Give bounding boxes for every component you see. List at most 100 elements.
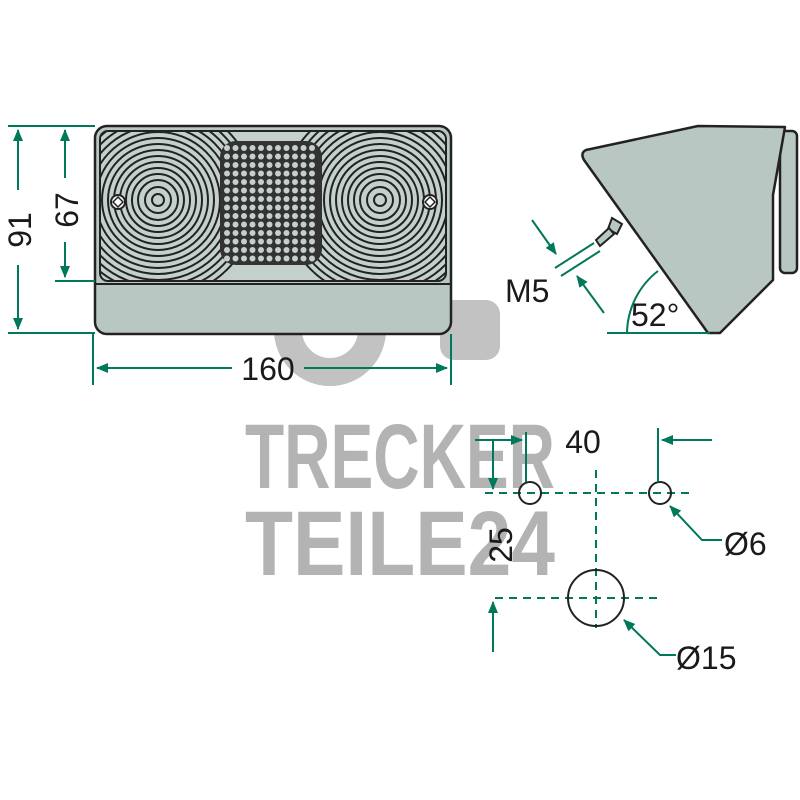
reflector-dot xyxy=(283,204,290,211)
reflector-dot xyxy=(232,162,239,168)
lens-ring xyxy=(107,149,209,251)
reflector-dot xyxy=(300,255,307,262)
reflector-dot xyxy=(224,179,230,185)
reflector-dot xyxy=(241,196,247,202)
reflector-dot xyxy=(249,196,256,202)
reflector-dot xyxy=(275,145,281,151)
reflector-dot xyxy=(283,162,290,168)
reflector-dot xyxy=(249,170,256,177)
reflector-dot xyxy=(275,221,281,228)
reflector-dot xyxy=(292,221,298,228)
reflector-dot xyxy=(275,187,281,194)
reflector-dot xyxy=(232,213,239,219)
reflector-dot xyxy=(300,170,307,177)
reflector-dot xyxy=(292,247,298,253)
reflector-dot xyxy=(283,230,290,236)
reflector-dot xyxy=(292,230,298,236)
reflector-dot xyxy=(241,145,247,151)
lens-ring xyxy=(101,143,215,257)
dimension-small-hole: Ø6 xyxy=(724,526,767,562)
reflector-dot xyxy=(232,179,239,185)
lens-ring xyxy=(353,173,407,227)
reflector-dot xyxy=(232,204,239,211)
reflector-dot xyxy=(249,255,256,262)
reflector-dot xyxy=(232,221,239,228)
reflector-dot xyxy=(224,153,230,160)
reflector-dot xyxy=(309,238,315,245)
reflector-dot xyxy=(241,238,247,245)
reflector-dot xyxy=(232,247,239,253)
reflector-dot xyxy=(224,221,230,228)
dimension-hole-spacing-vertical: 25 xyxy=(483,527,519,563)
reflector-dot xyxy=(275,204,281,211)
reflector-dot xyxy=(283,187,290,194)
lens-ring xyxy=(125,167,191,233)
reflector-dot xyxy=(258,255,264,262)
reflector-dot xyxy=(309,255,315,262)
reflector-dot xyxy=(283,196,290,202)
reflector-dot xyxy=(266,213,273,219)
reflector-dot xyxy=(300,238,307,245)
reflector-dot xyxy=(300,230,307,236)
reflector-dot xyxy=(258,213,264,219)
reflector-dot xyxy=(266,187,273,194)
reflector-dot xyxy=(224,187,230,194)
reflector-dot xyxy=(309,247,315,253)
dimension-angle: 52° xyxy=(631,297,679,333)
large-hole xyxy=(567,569,625,627)
reflector-dot xyxy=(266,145,273,151)
reflector-dot xyxy=(275,213,281,219)
reflector-dot xyxy=(275,238,281,245)
reflector-dot xyxy=(309,221,315,228)
reflector-dot xyxy=(300,221,307,228)
reflector-dot xyxy=(292,179,298,185)
reflector-dot xyxy=(292,204,298,211)
reflector-dot xyxy=(292,187,298,194)
reflector-dot xyxy=(241,221,247,228)
reflector-dot xyxy=(309,196,315,202)
reflector-dot xyxy=(258,196,264,202)
reflector-dot xyxy=(232,230,239,236)
side-dimensions xyxy=(531,219,710,334)
reflector-dot xyxy=(266,153,273,160)
reflector-dot xyxy=(275,255,281,262)
reflector-dot xyxy=(300,213,307,219)
reflector-dot xyxy=(292,162,298,168)
reflector-dot xyxy=(275,196,281,202)
reflector-dot xyxy=(309,204,315,211)
lens-ring xyxy=(366,186,394,214)
watermark-line2: TEILE24 xyxy=(245,493,555,595)
reflector-dot xyxy=(258,238,264,245)
watermark-line1: TRECKER xyxy=(245,406,555,508)
reflector-dot xyxy=(283,170,290,177)
reflector-dot xyxy=(309,145,315,151)
watermark-logo: TRECKER TEILE24 xyxy=(245,274,555,595)
reflector-dot xyxy=(266,162,273,168)
reflector-dot xyxy=(309,162,315,168)
reflector-dot xyxy=(232,238,239,245)
reflector-dot xyxy=(266,255,273,262)
reflector-dot xyxy=(258,162,264,168)
reflector-dot xyxy=(292,196,298,202)
reflector-dot xyxy=(292,153,298,160)
reflector-dot xyxy=(283,247,290,253)
lamp-front-view xyxy=(93,124,453,336)
reflector-dot xyxy=(266,221,273,228)
reflector-dot xyxy=(232,170,239,177)
reflector-dot xyxy=(300,179,307,185)
reflector-dot xyxy=(266,179,273,185)
reflector-dot xyxy=(309,230,315,236)
reflector-dot xyxy=(283,145,290,151)
reflector-dot xyxy=(224,170,230,177)
reflector-dot xyxy=(300,145,307,151)
lens-ring xyxy=(359,179,401,221)
reflector-dot xyxy=(300,187,307,194)
reflector-dot xyxy=(275,153,281,160)
reflector-dot xyxy=(300,247,307,253)
small-hole-right xyxy=(648,481,672,505)
small-hole-left xyxy=(518,481,542,505)
reflector-dot xyxy=(241,213,247,219)
reflector-dot xyxy=(258,230,264,236)
lens-ring xyxy=(151,193,165,207)
